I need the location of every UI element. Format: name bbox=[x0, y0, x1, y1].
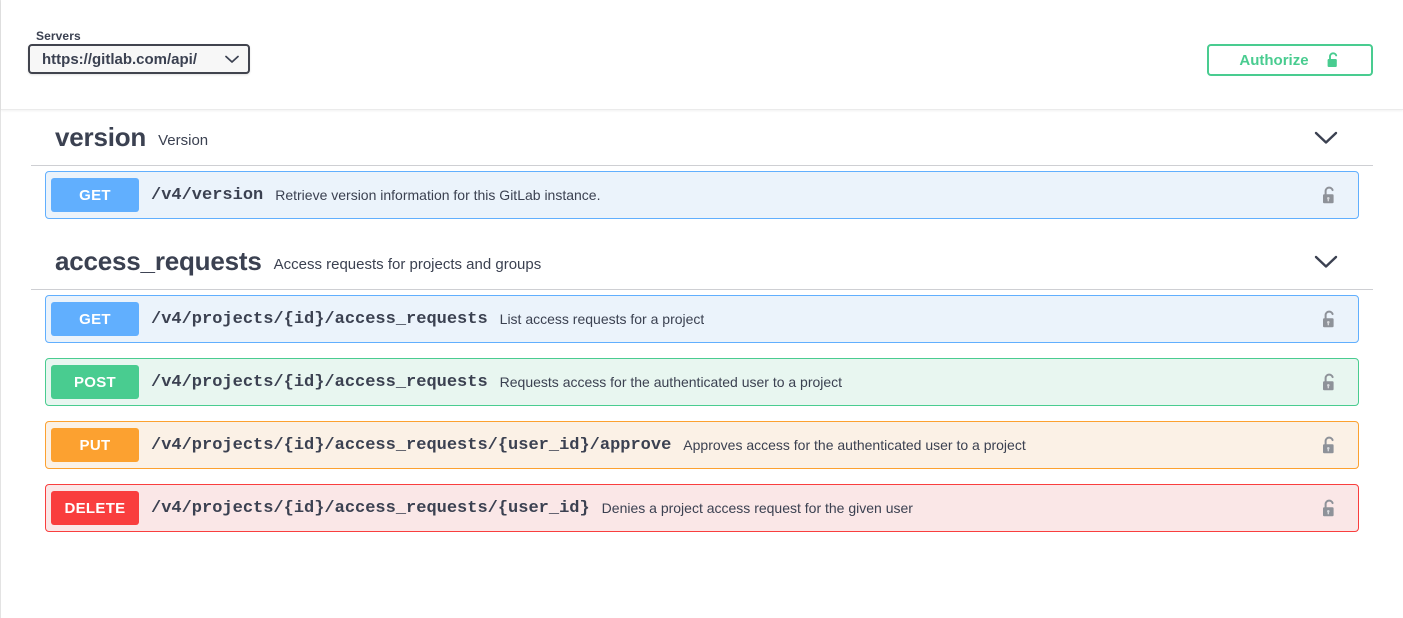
opblock-tag-header-access_requests[interactable]: access_requests Access requests for proj… bbox=[31, 234, 1373, 290]
opblock-tag-header-version[interactable]: version Version bbox=[31, 110, 1373, 166]
authorize-button[interactable]: Authorize bbox=[1207, 44, 1373, 76]
sections-root: version Version GET /v4/version Retrieve… bbox=[31, 110, 1373, 532]
endpoint-path: /v4/version bbox=[151, 186, 263, 205]
servers-label: Servers bbox=[36, 29, 250, 43]
http-method-badge: PUT bbox=[51, 428, 139, 462]
unlock-icon[interactable] bbox=[1314, 430, 1344, 460]
tag-name: version bbox=[55, 122, 146, 153]
chevron-down-icon[interactable] bbox=[1311, 247, 1341, 277]
endpoint-path: /v4/projects/{id}/access_requests/{user_… bbox=[151, 499, 590, 518]
endpoint-path: /v4/projects/{id}/access_requests bbox=[151, 373, 488, 392]
opblock-tag-section-version: version Version GET /v4/version Retrieve… bbox=[31, 110, 1373, 219]
servers-block: Servers https://gitlab.com/api/ bbox=[28, 29, 250, 74]
tag-description: Access requests for projects and groups bbox=[274, 250, 542, 273]
authorize-button-label: Authorize bbox=[1239, 52, 1308, 69]
tag-description: Version bbox=[158, 126, 208, 149]
opblock-summary: PUT /v4/projects/{id}/access_requests/{u… bbox=[46, 428, 1358, 462]
opblock-get-access_requests[interactable]: GET /v4/projects/{id}/access_requests Li… bbox=[45, 295, 1359, 343]
scheme-container: Servers https://gitlab.com/api/ Authoriz… bbox=[1, 0, 1403, 110]
opblock-post-access_requests[interactable]: POST /v4/projects/{id}/access_requests R… bbox=[45, 358, 1359, 406]
endpoint-path: /v4/projects/{id}/access_requests/{user_… bbox=[151, 436, 671, 455]
operations-list: GET /v4/projects/{id}/access_requests Li… bbox=[31, 295, 1373, 532]
opblock-put-access_requests[interactable]: PUT /v4/projects/{id}/access_requests/{u… bbox=[45, 421, 1359, 469]
endpoint-description: Approves access for the authenticated us… bbox=[683, 437, 1025, 453]
unlock-icon[interactable] bbox=[1314, 367, 1344, 397]
opblock-delete-access_requests[interactable]: DELETE /v4/projects/{id}/access_requests… bbox=[45, 484, 1359, 532]
operations-list: GET /v4/version Retrieve version informa… bbox=[31, 171, 1373, 219]
tag-name: access_requests bbox=[55, 246, 262, 277]
opblock-get-version[interactable]: GET /v4/version Retrieve version informa… bbox=[45, 171, 1359, 219]
api-sections-wrapper: version Version GET /v4/version Retrieve… bbox=[1, 110, 1403, 532]
server-select[interactable]: https://gitlab.com/api/ bbox=[28, 44, 250, 74]
unlock-icon[interactable] bbox=[1314, 180, 1344, 210]
chevron-down-icon bbox=[225, 55, 239, 64]
unlock-icon bbox=[1325, 51, 1341, 69]
endpoint-description: List access requests for a project bbox=[500, 311, 705, 327]
http-method-badge: GET bbox=[51, 302, 139, 336]
opblock-summary: GET /v4/projects/{id}/access_requests Li… bbox=[46, 302, 1358, 336]
chevron-down-icon[interactable] bbox=[1311, 123, 1341, 153]
http-method-badge: POST bbox=[51, 365, 139, 399]
unlock-icon[interactable] bbox=[1314, 304, 1344, 334]
opblock-summary: GET /v4/version Retrieve version informa… bbox=[46, 178, 1358, 212]
endpoint-description: Retrieve version information for this Gi… bbox=[275, 187, 600, 203]
endpoint-description: Denies a project access request for the … bbox=[602, 500, 913, 516]
http-method-badge: GET bbox=[51, 178, 139, 212]
server-select-value: https://gitlab.com/api/ bbox=[42, 51, 197, 68]
unlock-icon[interactable] bbox=[1314, 493, 1344, 523]
opblock-summary: POST /v4/projects/{id}/access_requests R… bbox=[46, 365, 1358, 399]
http-method-badge: DELETE bbox=[51, 491, 139, 525]
auth-wrapper: Authorize bbox=[1207, 44, 1373, 76]
opblock-tag-section-access_requests: access_requests Access requests for proj… bbox=[31, 234, 1373, 532]
endpoint-path: /v4/projects/{id}/access_requests bbox=[151, 310, 488, 329]
endpoint-description: Requests access for the authenticated us… bbox=[500, 374, 842, 390]
opblock-summary: DELETE /v4/projects/{id}/access_requests… bbox=[46, 491, 1358, 525]
